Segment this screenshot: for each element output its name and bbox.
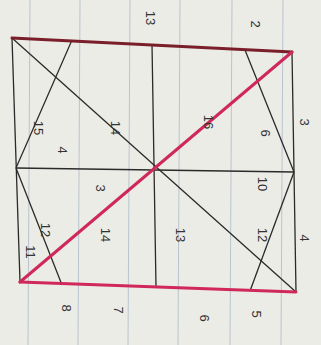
callout-number: 15 — [32, 121, 45, 135]
callout-number: 6 — [259, 129, 272, 136]
callout-number: 8 — [60, 304, 73, 311]
callout-number: 10 — [256, 177, 269, 191]
callout-number: 4 — [298, 234, 311, 241]
callout-number: 12 — [39, 223, 52, 237]
callout-number: 3 — [94, 184, 107, 191]
callout-number: 7 — [112, 306, 125, 313]
callout-number: 16 — [202, 115, 215, 129]
callout-number: 4 — [56, 146, 69, 153]
callout-number: 5 — [250, 310, 263, 317]
callout-number: 11 — [24, 245, 37, 259]
callout-number: 2 — [249, 20, 262, 27]
callout-number: 6 — [198, 314, 211, 321]
callout-number: 12 — [256, 228, 269, 242]
callout-number: 14 — [99, 228, 112, 242]
callout-number: 13 — [144, 11, 157, 25]
callout-number: 3 — [298, 118, 311, 125]
callout-number: 14 — [109, 121, 122, 135]
callout-number: 13 — [174, 228, 187, 242]
